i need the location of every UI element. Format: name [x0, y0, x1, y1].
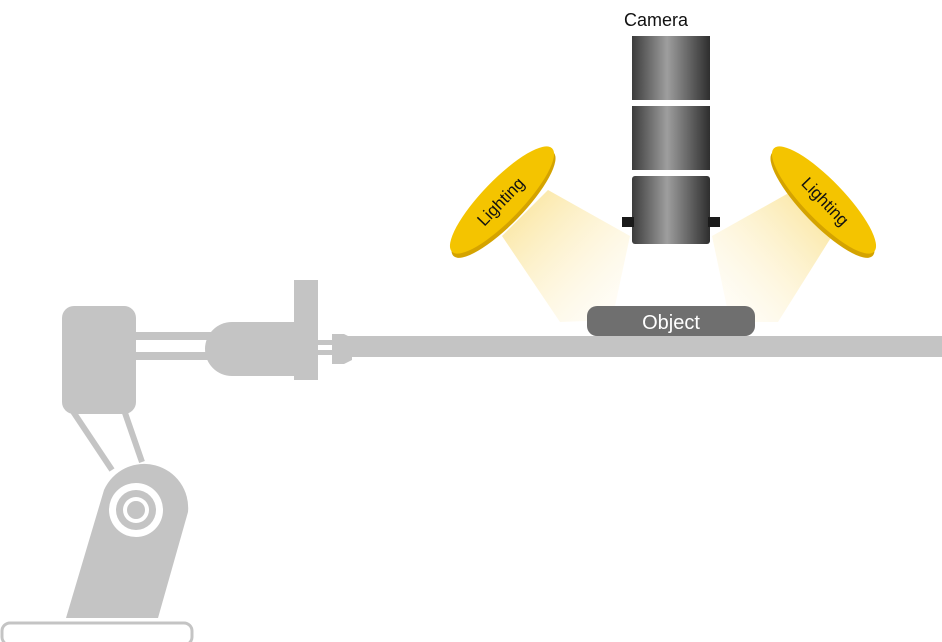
camera-body-top: [632, 36, 710, 100]
inspected-object: [587, 306, 755, 336]
camera-mount-left: [622, 217, 634, 227]
camera-lens: [632, 176, 710, 244]
robot-wrist: [205, 322, 298, 376]
robot-flange: [294, 280, 318, 380]
right-light-beam: [712, 190, 832, 322]
left-lighting: Lighting: [449, 146, 556, 258]
robot-tool-pin-bottom: [316, 350, 334, 355]
left-light-beam: [502, 190, 630, 322]
robot-joint-core-icon: [127, 501, 145, 519]
camera: [622, 36, 720, 244]
robot-tool-pin-top: [316, 340, 334, 345]
camera-mount-right: [708, 217, 720, 227]
left-lighting-ring-icon: [449, 146, 555, 254]
robot-base-plate: [0, 621, 194, 642]
camera-body-middle: [632, 106, 710, 170]
robot-arm: [0, 280, 352, 642]
robot-tool-connector: [332, 334, 352, 364]
right-lighting: Lighting: [770, 146, 877, 258]
robot-forearm-bar-top: [134, 332, 224, 340]
robot-upper-block: [62, 306, 136, 414]
object-label: Object: [642, 312, 700, 334]
robot-forearm-bar-bottom: [134, 352, 224, 360]
camera-label: Camera: [624, 10, 689, 30]
conveyor-bar: [348, 336, 942, 357]
right-lighting-ring-icon: [771, 146, 877, 254]
robot-strut-right: [121, 409, 145, 463]
robot-strut-left: [69, 408, 115, 472]
